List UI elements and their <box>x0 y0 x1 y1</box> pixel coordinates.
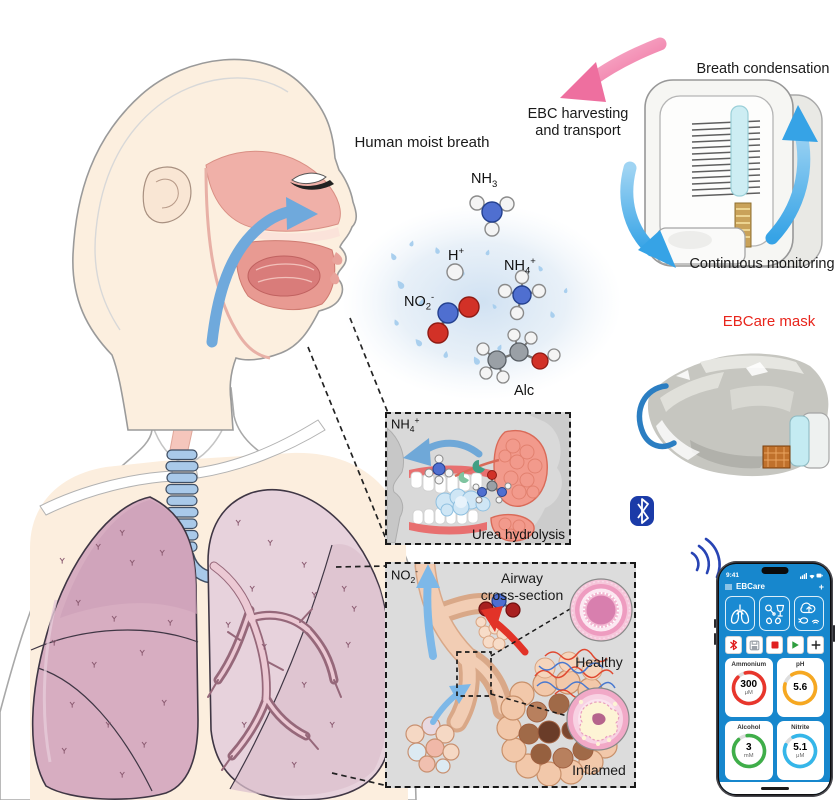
home-bar <box>719 782 830 794</box>
control-row <box>719 632 830 655</box>
stop-icon <box>771 641 778 649</box>
tile-diet[interactable] <box>759 596 790 631</box>
plus-icon <box>811 640 821 650</box>
nh3-label: NH3 <box>471 171 498 190</box>
menu-icon[interactable] <box>725 584 732 590</box>
lungs-icon <box>731 603 750 624</box>
add-record-button[interactable] <box>807 636 824 654</box>
status-bar: 9:41 <box>719 564 830 579</box>
gauge-card-ph[interactable]: pH 5.6 <box>776 658 824 717</box>
inset-nh4-label: NH4+ <box>391 415 420 434</box>
app-title: EBCare <box>736 582 765 591</box>
human-moist-breath-label: Human moist breath <box>354 134 490 151</box>
urea-hydrolysis-label: Urea hydrolysis <box>471 527 565 542</box>
airway-inset: NO2- Airway cross-section Healthy Inflam… <box>385 562 636 788</box>
condenser-device-illustration <box>644 79 823 268</box>
airway-cross-section-label: Airway cross-section <box>480 570 564 603</box>
tile-respiratory[interactable] <box>725 596 756 631</box>
save-icon <box>749 640 759 650</box>
phone-power-button[interactable] <box>833 625 835 642</box>
breath-condensation-label: Breath condensation <box>696 61 830 77</box>
bluetooth-icon <box>630 496 654 526</box>
bluetooth-button[interactable] <box>725 636 742 654</box>
tile-sync[interactable] <box>793 596 824 631</box>
breath-arrow <box>206 197 318 348</box>
h-plus-label: H+ <box>448 246 465 264</box>
feature-tiles <box>719 593 830 632</box>
play-button[interactable] <box>786 636 804 654</box>
no2-molecule <box>427 296 480 344</box>
inflamed-label: Inflamed <box>572 762 626 778</box>
cycle-arrow-right-blue <box>765 105 818 245</box>
wifi-waves-icon <box>690 537 721 579</box>
stop-button[interactable] <box>766 636 783 654</box>
status-time: 9:41 <box>726 572 740 579</box>
play-icon <box>792 641 799 649</box>
food-drink-icon <box>765 604 785 624</box>
cycle-arrow-pink <box>560 37 667 102</box>
ph-gauge-ring: 5.6 <box>781 669 819 707</box>
alc-label: Alc <box>514 383 535 399</box>
alcohol-molecule <box>476 328 561 384</box>
smartphone: 9:41 EBCare + <box>714 561 835 797</box>
save-button[interactable] <box>745 636 763 654</box>
app-bar: EBCare + <box>719 579 830 593</box>
cloud-upload-icon <box>798 602 819 624</box>
inflamed-cross-section <box>566 687 630 751</box>
status-icons <box>800 573 823 579</box>
add-icon[interactable]: + <box>818 581 824 592</box>
continuous-monitoring-label: Continuous monitoring <box>689 256 835 272</box>
urea-hydrolysis-inset: NH4+ Urea hydrolysis <box>385 412 571 545</box>
phone-volume-button[interactable] <box>714 633 716 645</box>
callout-lines <box>307 317 389 787</box>
inset-no2-label: NO2- <box>391 566 419 585</box>
ebcare-mask-illustration <box>636 353 830 477</box>
healthy-label: Healthy <box>575 654 623 670</box>
airway-inset-illustration <box>405 564 633 786</box>
urea-inset-illustration <box>387 414 569 543</box>
nh4-molecule <box>497 269 547 321</box>
healthy-cross-section <box>569 578 633 642</box>
no2-label: NO2- <box>404 292 435 313</box>
nh3-molecule <box>469 195 515 237</box>
bluetooth-off-icon <box>730 639 738 651</box>
ebcare-mask-label: EBCare mask <box>722 313 816 330</box>
phone-volume-button[interactable] <box>714 619 716 628</box>
nh4-label: NH4+ <box>504 256 536 277</box>
ebc-harvesting-label: EBC harvesting and transport <box>527 106 629 140</box>
h-plus-molecule <box>446 263 464 281</box>
phone-screen: 9:41 EBCare + <box>719 564 830 794</box>
head-illustration <box>72 58 358 431</box>
cycle-arrow-left-blue <box>620 161 676 268</box>
dynamic-island <box>761 566 788 574</box>
home-indicator[interactable] <box>760 786 789 790</box>
